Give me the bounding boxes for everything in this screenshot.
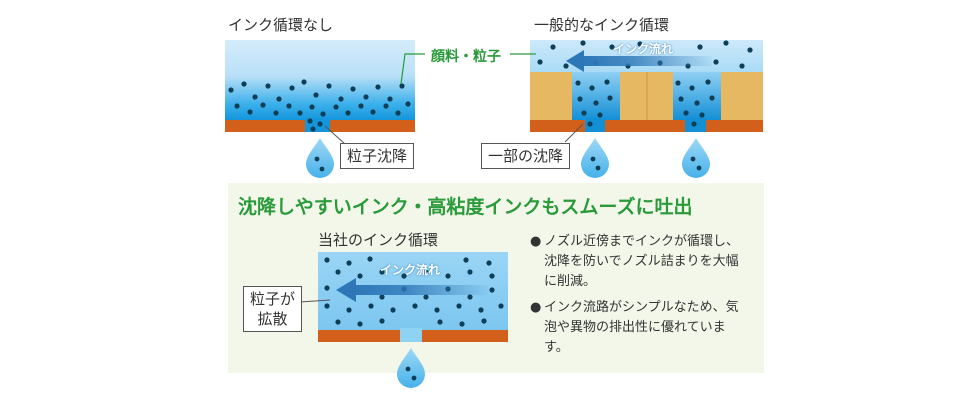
bullet-dot-icon: ●	[530, 300, 542, 315]
pigment-callout-lines	[400, 53, 536, 85]
feature-bullet-1: ● ノズル近傍までインクが循環し、沈降を防いでノズル詰まりを大幅に削減。	[530, 232, 750, 292]
panel-headline: 沈降しやすいインク・高粘度インクもスムーズに吐出	[238, 196, 693, 218]
bottom-diagram-title: 当社のインク循環	[318, 231, 439, 249]
diffusion-label-line1: 粒子が	[250, 290, 296, 308]
left-diagram-title: インク循環なし	[228, 16, 334, 34]
feature-bullet-2: ● インク流路がシンプルなため、気泡や異物の排出性に優れています。	[530, 298, 750, 358]
sedimentation-label: 粒子沈降	[340, 143, 415, 169]
right-ink-drop-2	[682, 138, 710, 178]
left-substrate-left	[225, 120, 305, 132]
right-particles	[537, 40, 753, 127]
partial-sedimentation-label: 一部の沈降	[481, 143, 571, 169]
diffusion-label-line2: 拡散	[257, 310, 288, 328]
bottom-ink-flow-arrow	[336, 278, 488, 302]
left-substrate-right	[330, 120, 415, 132]
right-wall-2	[620, 72, 648, 120]
right-ink-drop-1	[581, 138, 609, 178]
right-diagram-title: 一般的なインク循環	[534, 16, 670, 34]
diffusion-label: 粒子が 拡散	[243, 286, 303, 332]
left-ink-chamber	[225, 40, 415, 132]
bottom-particles	[324, 256, 504, 327]
right-ink-flow-label: インク流れ	[613, 42, 674, 56]
diffusion-callout-line	[299, 299, 331, 303]
sedimentation-callout-line	[324, 125, 346, 145]
right-channel-1	[572, 72, 620, 120]
right-wall-4	[721, 72, 763, 120]
bullet-dot-icon: ●	[530, 234, 542, 249]
feature-bullet-2-text: インク流路がシンプルなため、気泡や異物の排出性に優れています。	[544, 300, 739, 355]
left-particles	[228, 79, 411, 132]
right-wall-1	[530, 72, 572, 120]
right-ink-flow-arrow	[566, 50, 712, 72]
right-wall-3	[648, 72, 673, 120]
bottom-ink-drop	[397, 348, 425, 388]
left-ink-drop	[306, 138, 334, 178]
bottom-ink-flow-label: インク流れ	[380, 263, 441, 277]
pigment-label: 顔料・粒子	[431, 49, 501, 65]
feature-bullet-1-text: ノズル近傍までインクが循環し、沈降を防いでノズル詰まりを大幅に削減。	[544, 234, 740, 289]
partial-sedimentation-callout-line	[564, 123, 584, 143]
right-ink-chamber	[530, 40, 763, 132]
